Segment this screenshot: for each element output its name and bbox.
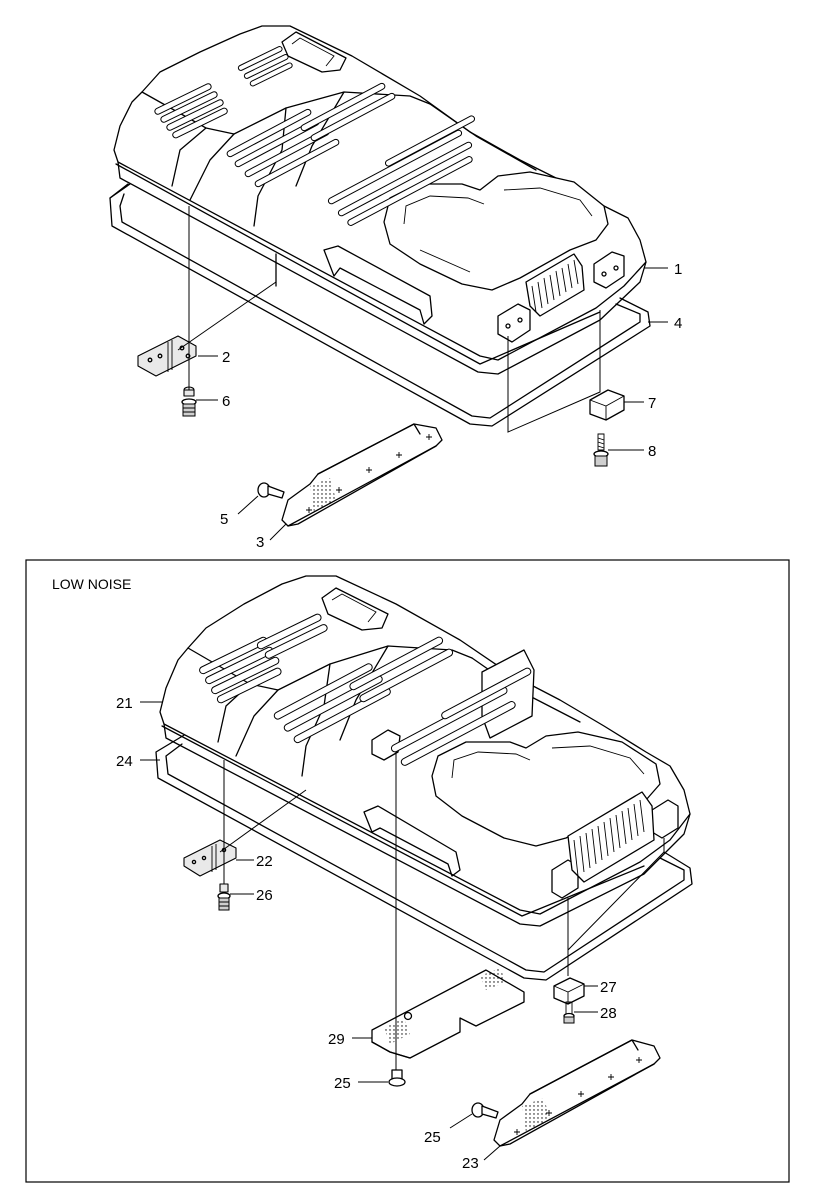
callout-24: 24 xyxy=(116,753,133,770)
callout-2: 2 xyxy=(222,349,230,366)
assembly-guide-lines-b xyxy=(219,752,665,1070)
callout-1: 1 xyxy=(674,261,682,278)
leader-lines-b xyxy=(140,701,598,1161)
screw-part-25-lower xyxy=(388,1069,406,1087)
side-panel-part-3 xyxy=(281,423,443,527)
end-louver-grille xyxy=(525,253,585,317)
louver-slots-c xyxy=(327,115,475,226)
callout-25-lower: 25 xyxy=(334,1075,351,1092)
callout-8: 8 xyxy=(648,443,656,460)
callout-6: 6 xyxy=(222,393,230,410)
inset-title: LOW NOISE xyxy=(52,576,131,592)
callout-23: 23 xyxy=(462,1155,479,1172)
engine-cover-part-21 xyxy=(159,575,691,927)
hinge-part-22 xyxy=(183,839,237,877)
frame-seal-part-24 xyxy=(155,733,693,981)
screw-part-5 xyxy=(257,482,285,499)
side-panel-part-23 xyxy=(493,1039,661,1147)
louver-slots-b xyxy=(226,82,396,188)
plate-part-29 xyxy=(371,968,525,1059)
engine-cover-part-1 xyxy=(113,25,647,375)
callout-26: 26 xyxy=(256,887,273,904)
callout-28: 28 xyxy=(600,1005,617,1022)
callout-22: 22 xyxy=(256,853,273,870)
bolt-part-6 xyxy=(181,386,197,417)
assembly-guide-lines-a xyxy=(177,206,601,433)
bolt-part-28 xyxy=(563,1001,575,1024)
leader-lines-a xyxy=(196,267,668,541)
low-noise-cover-assembly xyxy=(140,575,693,1161)
louver-slots-a xyxy=(154,46,293,139)
louver-slots-low-noise-c xyxy=(390,667,532,766)
callout-3: 3 xyxy=(256,534,264,551)
standard-cover-assembly xyxy=(109,25,668,541)
callout-4: 4 xyxy=(674,315,682,332)
callout-29: 29 xyxy=(328,1031,345,1048)
louver-slots-low-noise-b xyxy=(273,636,454,744)
bolt-part-26 xyxy=(217,883,231,911)
callout-25-upper: 25 xyxy=(424,1129,441,1146)
mount-part-27 xyxy=(553,977,585,1005)
callout-21: 21 xyxy=(116,695,133,712)
callout-5: 5 xyxy=(220,511,228,528)
low-noise-inset-frame xyxy=(25,559,790,1183)
mount-part-7 xyxy=(589,389,625,421)
hinge-part-2 xyxy=(137,335,197,377)
callout-7: 7 xyxy=(648,395,656,412)
end-louver-grille-low-noise xyxy=(567,791,655,883)
bolt-part-8 xyxy=(593,433,609,467)
callout-27: 27 xyxy=(600,979,617,996)
frame-seal-part-4 xyxy=(109,183,651,427)
screw-part-25-upper xyxy=(471,1102,499,1119)
louver-slots-low-noise-a xyxy=(199,613,328,704)
